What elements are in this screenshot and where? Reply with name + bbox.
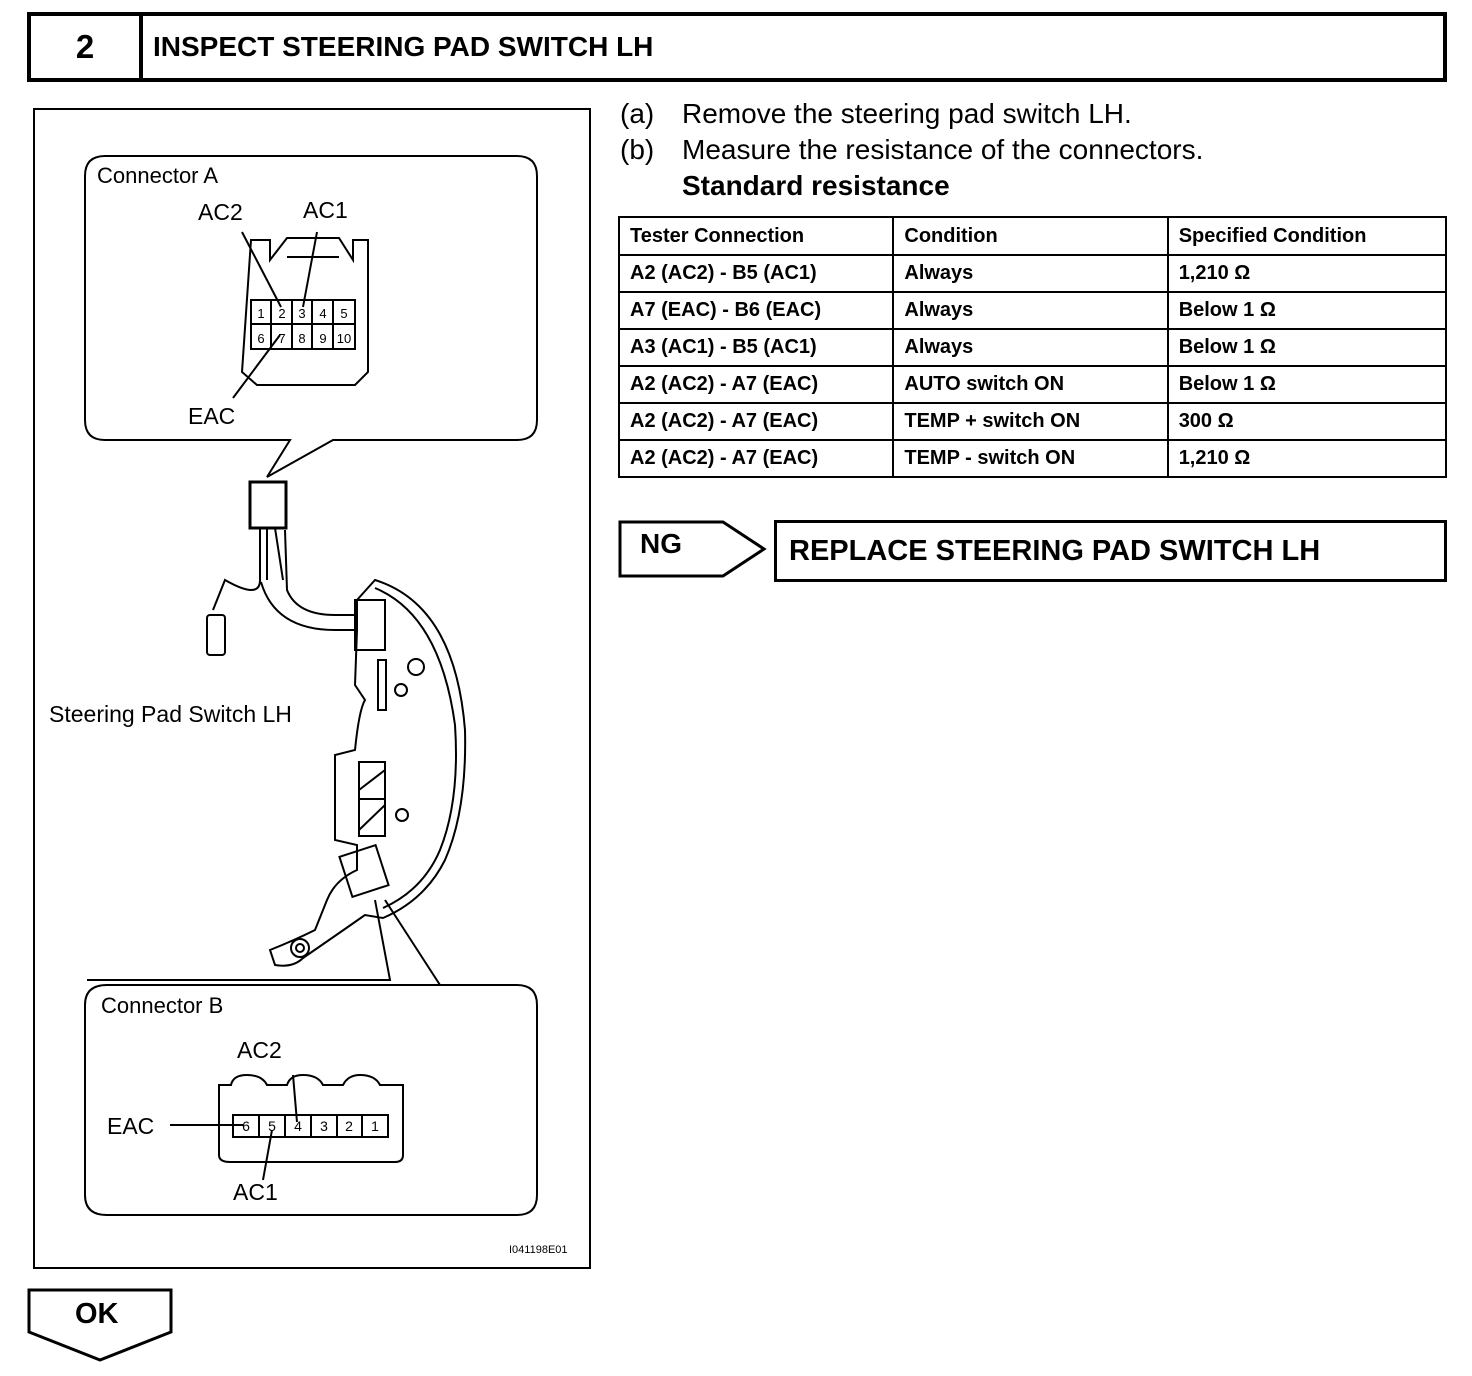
table-row: A2 (AC2) - A7 (EAC) TEMP - switch ON 1,2…: [617, 439, 1448, 478]
table-cell: Always: [892, 254, 1169, 293]
connector-a-eac-label: EAC: [188, 403, 235, 429]
resistance-table: Tester Connection Condition Specified Co…: [617, 216, 1448, 478]
switch-body: [268, 578, 467, 967]
table-cell: TEMP + switch ON: [892, 402, 1169, 441]
step-a-text: Remove the steering pad switch LH.: [682, 98, 1132, 129]
table-cell: Always: [892, 291, 1169, 330]
procedure-steps: (a) Remove the steering pad switch LH. (…: [620, 96, 1203, 204]
col-condition: Condition: [892, 216, 1169, 256]
step-b-text: Measure the resistance of the connectors…: [682, 134, 1204, 165]
figure-id: I041198E01: [509, 1244, 568, 1256]
pin-a8: 8: [298, 331, 305, 346]
table-cell: Below 1 Ω: [1166, 328, 1448, 367]
step-title: INSPECT STEERING PAD SWITCH LH: [153, 31, 654, 62]
step-header: 2 INSPECT STEERING PAD SWITCH LH: [27, 12, 1447, 82]
step-a: (a) Remove the steering pad switch LH.: [620, 96, 1203, 132]
table-cell: AUTO switch ON: [892, 365, 1169, 404]
table-cell: 1,210 Ω: [1166, 439, 1448, 478]
table-cell: 300 Ω: [1166, 402, 1448, 441]
pin-a4: 4: [319, 306, 326, 321]
connector-illustration: Connector A AC2 AC1 EAC 1 2 3 4 5 6 7 8 …: [49, 155, 568, 1256]
connector-a-ac2-label: AC2: [198, 199, 243, 225]
connector-b-eac-label: EAC: [107, 1113, 154, 1139]
connector-b-title: Connector B: [101, 993, 223, 1018]
pin-a1: 1: [257, 306, 264, 321]
connector-a-title: Connector A: [97, 163, 218, 188]
table-cell: A2 (AC2) - A7 (EAC): [617, 402, 895, 441]
table-cell: A3 (AC1) - B5 (AC1): [617, 328, 895, 367]
pin-b3: 3: [320, 1118, 328, 1134]
col-tester-connection: Tester Connection: [617, 216, 895, 256]
table-row: A2 (AC2) - B5 (AC1) Always 1,210 Ω: [617, 254, 1448, 293]
ng-label: NG: [640, 528, 682, 559]
table-cell: A2 (AC2) - A7 (EAC): [617, 439, 895, 478]
step-b-label: (b): [620, 134, 655, 165]
pin-a9: 9: [319, 331, 326, 346]
table-header-row: Tester Connection Condition Specified Co…: [617, 216, 1448, 256]
pin-a5: 5: [340, 306, 347, 321]
step-a-label: (a): [620, 98, 655, 129]
pin-b2: 2: [345, 1118, 353, 1134]
table-row: A7 (EAC) - B6 (EAC) Always Below 1 Ω: [617, 291, 1448, 330]
ng-arrow-icon[interactable]: [618, 520, 768, 578]
ok-label: OK: [75, 1298, 119, 1330]
pin-a7: 7: [278, 331, 285, 346]
connector-b-ac2-label: AC2: [237, 1037, 282, 1063]
pin-b4: 4: [294, 1118, 302, 1134]
ng-action-box[interactable]: REPLACE STEERING PAD SWITCH LH: [774, 520, 1447, 582]
table-row: A2 (AC2) - A7 (EAC) TEMP + switch ON 300…: [617, 402, 1448, 441]
step-b: (b) Measure the resistance of the connec…: [620, 132, 1203, 168]
table-row: A2 (AC2) - A7 (EAC) AUTO switch ON Below…: [617, 365, 1448, 404]
step-number: 2: [31, 16, 143, 78]
table-cell: Below 1 Ω: [1166, 365, 1448, 404]
figure-panel: Connector A AC2 AC1 EAC 1 2 3 4 5 6 7 8 …: [33, 108, 591, 1269]
ok-arrow-icon[interactable]: [27, 1288, 175, 1363]
connector-b-body: [218, 1073, 404, 1163]
table-cell: TEMP - switch ON: [892, 439, 1169, 478]
table-row: A3 (AC1) - B5 (AC1) Always Below 1 Ω: [617, 328, 1448, 367]
table-cell: A2 (AC2) - A7 (EAC): [617, 365, 895, 404]
pin-a2: 2: [278, 306, 285, 321]
connector-a-callout: [84, 155, 538, 478]
table-cell: Always: [892, 328, 1169, 367]
table-cell: Below 1 Ω: [1166, 291, 1448, 330]
pin-b6: 6: [242, 1118, 250, 1134]
part-label: Steering Pad Switch LH: [49, 701, 292, 727]
connector-b-callout: [84, 984, 538, 1216]
connector-b-ac1-label: AC1: [233, 1179, 278, 1205]
pin-a3: 3: [298, 306, 305, 321]
table-cell: 1,210 Ω: [1166, 254, 1448, 293]
pin-b1: 1: [371, 1118, 379, 1134]
table-cell: A7 (EAC) - B6 (EAC): [617, 291, 895, 330]
pin-a6: 6: [257, 331, 264, 346]
pin-b5: 5: [268, 1118, 276, 1134]
pin-a10: 10: [337, 331, 351, 346]
table-cell: A2 (AC2) - B5 (AC1): [617, 254, 895, 293]
col-specified-condition: Specified Condition: [1166, 216, 1448, 256]
connector-a-ac1-label: AC1: [303, 197, 348, 223]
standard-resistance-label: Standard resistance: [682, 170, 950, 201]
connector-a-body: [240, 237, 369, 386]
